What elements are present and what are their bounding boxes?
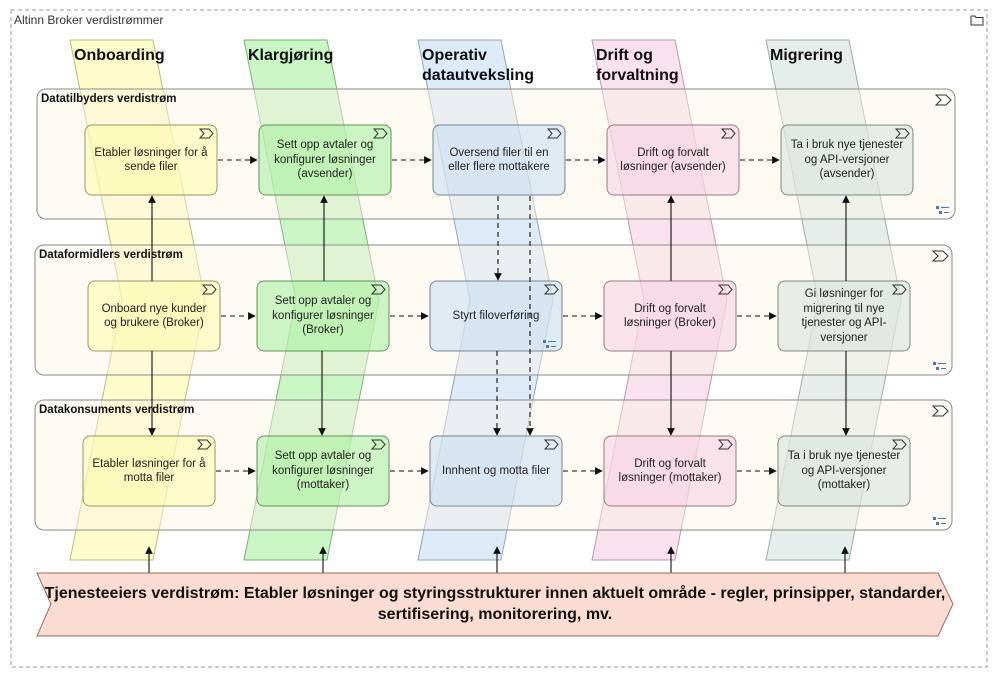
- stream-label-datatilbyder: Datatilbyders verdistrøm: [41, 93, 177, 105]
- stage-migrering-avsender[interactable]: Ta i bruk nye tjenester og API-versjoner…: [790, 139, 904, 181]
- folder-icon: [970, 15, 984, 26]
- stage-drift-broker[interactable]: Drift og forvalt løsninger (Broker): [623, 302, 717, 330]
- stage-avtaler-broker[interactable]: Sett opp avtaler og konfigurer løsninger…: [272, 295, 374, 337]
- stage-icon: [546, 128, 562, 139]
- stage-box-1-4: [606, 124, 740, 196]
- owner-stream-label: Tjenesteeiers verdistrøm: Etabler løsnin…: [44, 585, 946, 623]
- stage-box-3-2: [256, 435, 390, 507]
- phase-drift-og-forvaltning: Drift og forvaltning: [596, 47, 679, 84]
- stage-box-1-5: [780, 124, 914, 196]
- stage-icon: [717, 284, 733, 295]
- stage-icon: [720, 128, 736, 139]
- stage-icon: [717, 439, 733, 450]
- list-icon: [933, 517, 946, 525]
- frame-title: Altinn Broker verdistrømmer: [14, 13, 164, 27]
- stage-icon: [894, 128, 910, 139]
- list-icon: [936, 206, 949, 214]
- stream-icon: [931, 250, 949, 262]
- list-icon: [543, 340, 556, 348]
- stage-box-3-5: [777, 435, 911, 507]
- stage-styrt-filoverforing[interactable]: Styrt filoverføring: [452, 309, 540, 322]
- stage-avtaler-mottaker[interactable]: Sett opp avtaler og konfigurer løsninger…: [272, 450, 374, 492]
- stage-box-3-3: [429, 435, 563, 507]
- owner-stream-shape: [36, 572, 954, 637]
- stage-icon: [198, 128, 214, 139]
- stage-box-2-1: [87, 280, 221, 352]
- phase-onboarding: Onboarding: [74, 47, 165, 64]
- stage-icon: [370, 439, 386, 450]
- stage-icon: [543, 439, 559, 450]
- stage-box-3-1: [82, 435, 216, 507]
- stage-box-1-2: [258, 124, 392, 196]
- stage-icon: [201, 284, 217, 295]
- stage-icon: [196, 439, 212, 450]
- stage-box-2-3: [429, 280, 563, 352]
- stage-icon: [891, 284, 907, 295]
- stage-etabler-sende-filer[interactable]: Etabler løsninger for å sende filer: [94, 146, 208, 174]
- stream-label-dataformidler: Dataformidlers verdistrøm: [39, 249, 183, 261]
- stage-box-1-1: [84, 124, 218, 196]
- stage-box-2-5: [777, 280, 911, 352]
- stage-box-2-4: [603, 280, 737, 352]
- stage-drift-mottaker[interactable]: Drift og forvalt løsninger (mottaker): [618, 457, 722, 485]
- stage-box-2-2: [256, 280, 390, 352]
- stage-drift-avsender[interactable]: Drift og forvalt løsninger (avsender): [620, 146, 726, 174]
- stage-icon: [372, 128, 388, 139]
- stage-avtaler-avsender[interactable]: Sett opp avtaler og konfigurer løsninger…: [274, 139, 376, 181]
- stage-icon: [891, 439, 907, 450]
- phase-klargjoring: Klargjøring: [248, 47, 334, 64]
- phase-operativ-datautveksling: Operativ datautveksling: [422, 47, 535, 84]
- stage-box-3-4: [603, 435, 737, 507]
- stage-box-1-3: [432, 124, 566, 196]
- phase-migrering: Migrering: [770, 47, 843, 64]
- stage-onboard-kunder[interactable]: Onboard nye kunder og brukere (Broker): [101, 302, 207, 330]
- stream-icon: [931, 405, 949, 417]
- stage-migrering-broker[interactable]: Gi løsninger for migrering til nye tjene…: [801, 288, 887, 344]
- list-icon: [933, 362, 946, 370]
- stage-etabler-motta-filer[interactable]: Etabler løsninger for å motta filer: [92, 457, 206, 485]
- stage-innhent-motta-filer[interactable]: Innhent og motta filer: [441, 464, 551, 477]
- frame-border: [10, 9, 988, 668]
- stage-migrering-mottaker[interactable]: Ta i bruk nye tjenester og API-versjoner…: [787, 450, 901, 492]
- stream-label-datakonsument: Datakonsuments verdistrøm: [39, 404, 195, 416]
- stage-icon: [370, 284, 386, 295]
- stage-oversend-filer[interactable]: Oversend filer til en eller flere mottak…: [448, 146, 550, 174]
- stream-icon: [934, 94, 952, 106]
- stage-icon: [543, 284, 559, 295]
